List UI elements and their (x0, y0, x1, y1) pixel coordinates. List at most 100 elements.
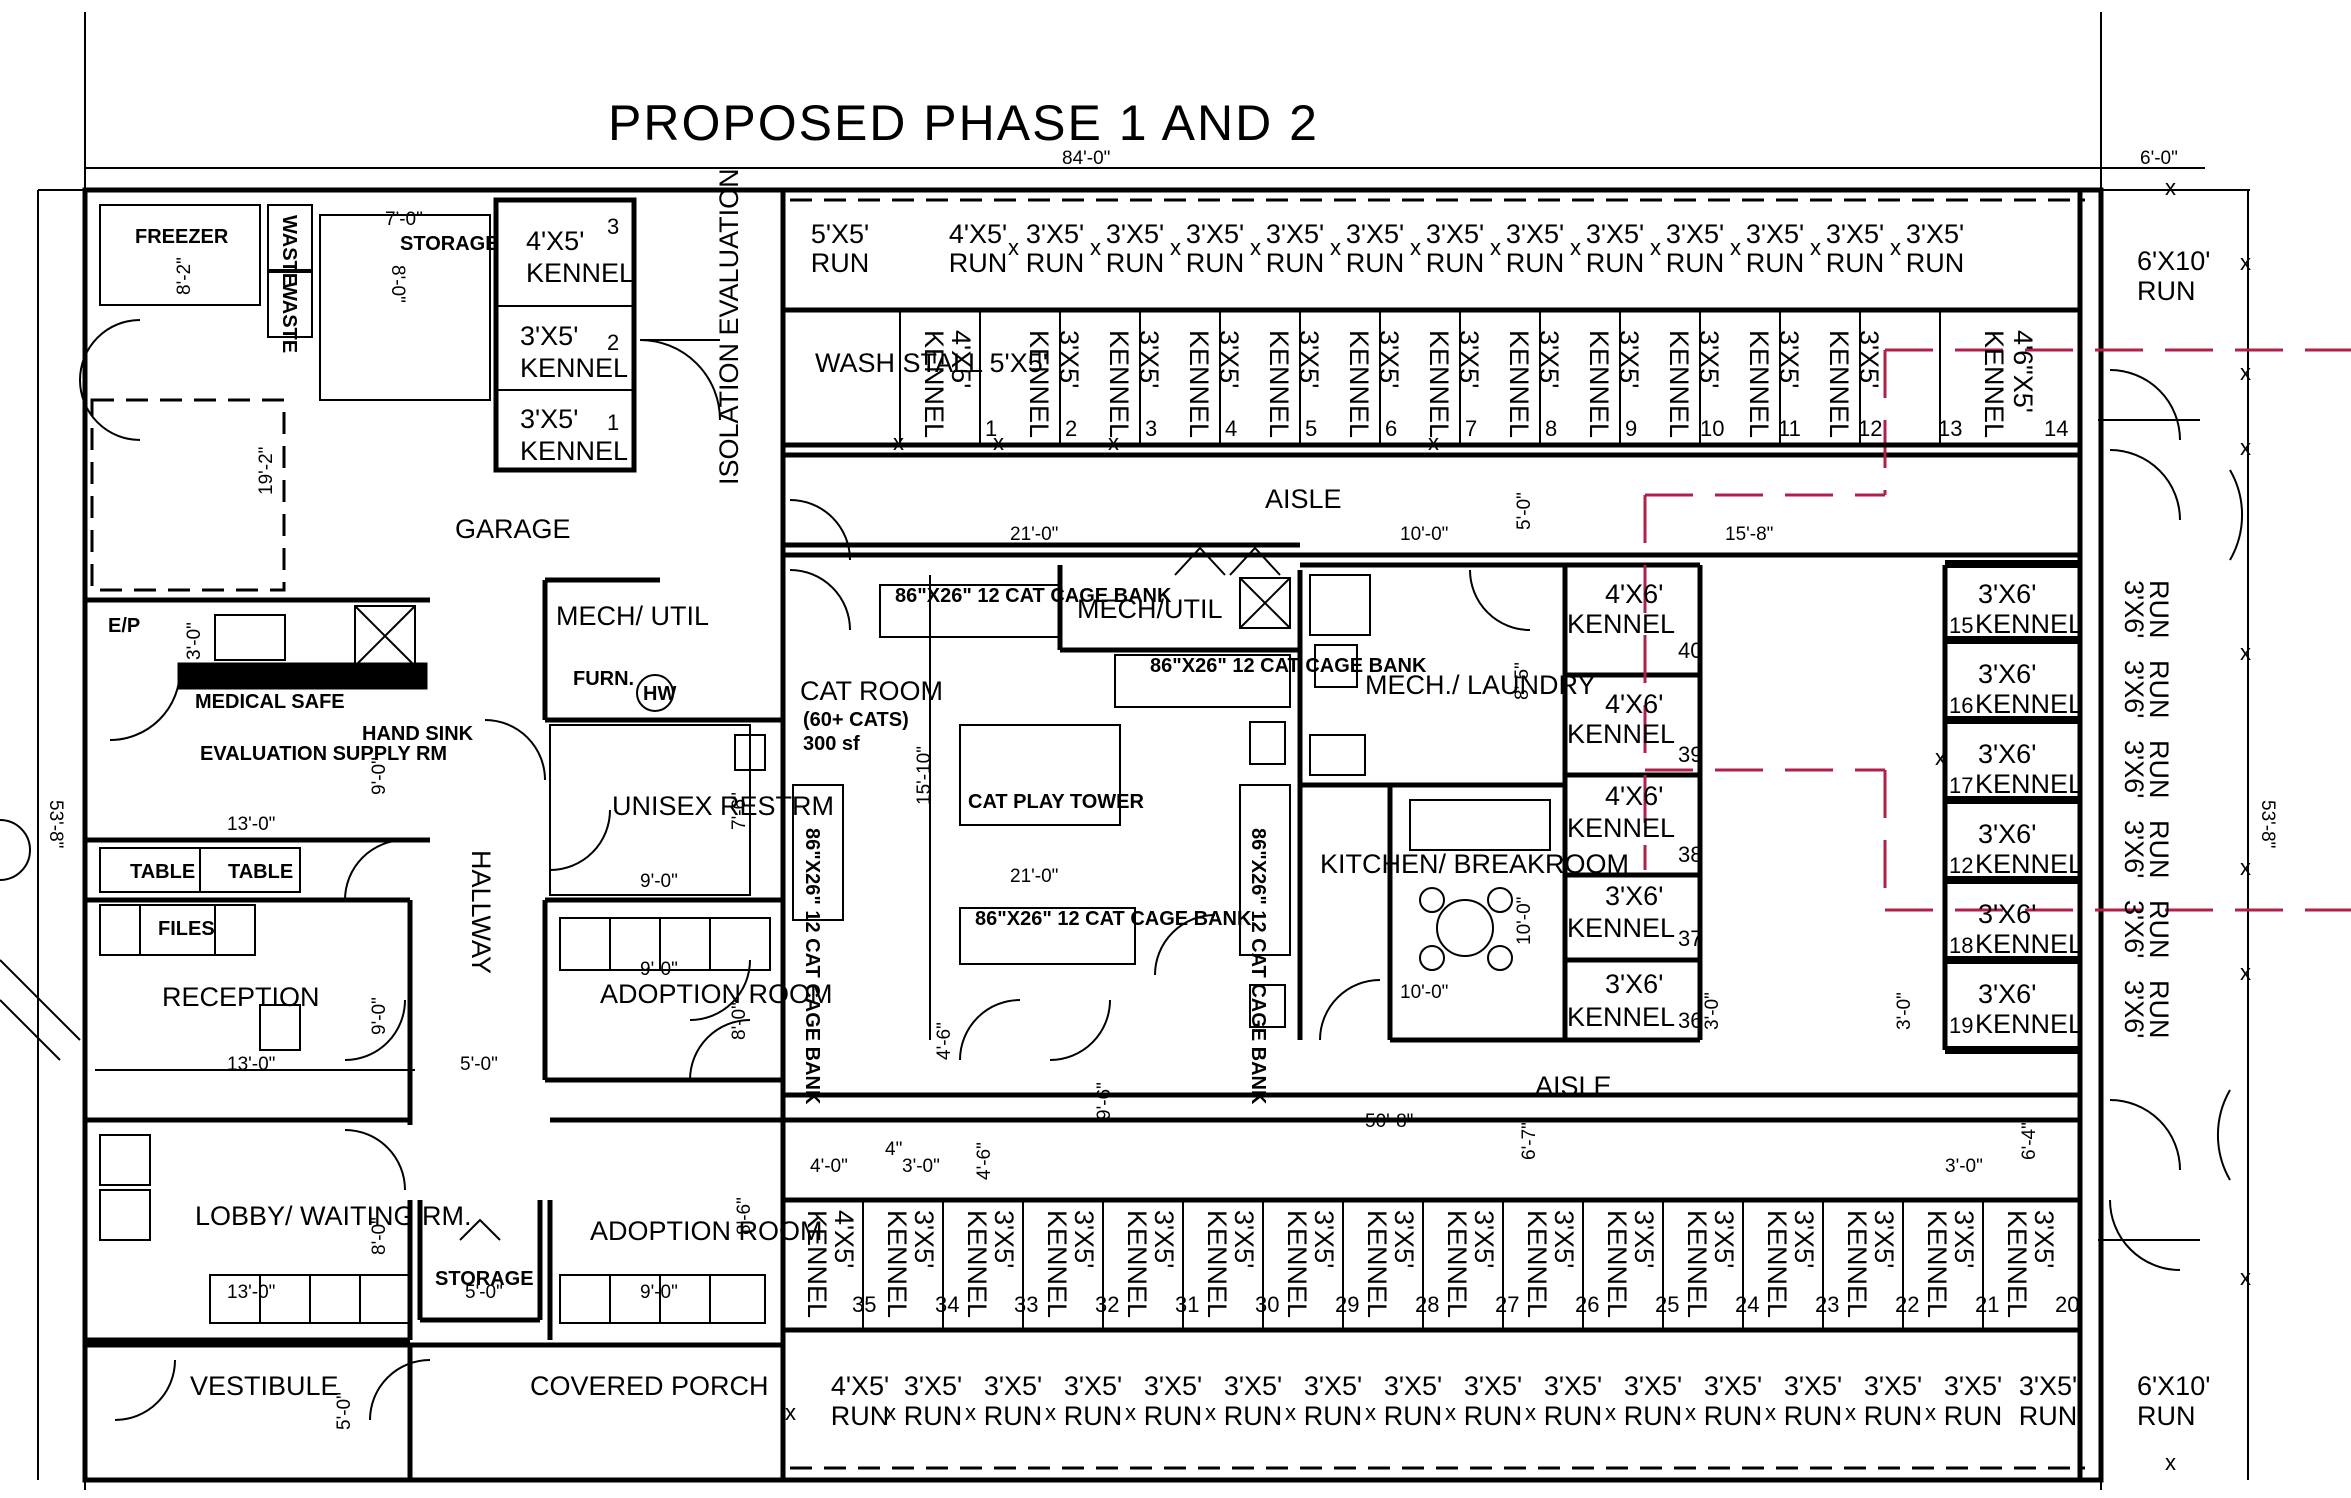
top-run-14-label: RUN (1906, 248, 1965, 278)
top-kennel-11-num: 11 (1778, 416, 1801, 441)
svg-text:x: x (1810, 235, 1821, 260)
bottom-run-1-size: 4'X5' (831, 1371, 889, 1401)
bottom-run-10-size: 3'X5' (1544, 1371, 1602, 1401)
svg-text:x: x (2240, 960, 2251, 985)
top-kennel-10-label: KENNEL (1664, 330, 1694, 438)
right-kennel-12-size: 3'X6' (1978, 819, 2036, 849)
bottom-kennel-21-size: 3'X5' (1949, 1210, 1979, 1268)
svg-text:x: x (1428, 430, 1439, 455)
dim-restrm-9-0: 9'-0" (640, 871, 678, 892)
svg-text:x: x (893, 430, 904, 455)
center-kennel-37-size: 3'X6' (1605, 881, 1663, 911)
dim-overall-depth-left: 53'-8" (45, 800, 66, 848)
svg-text:x: x (1330, 235, 1341, 260)
bottom-kennel-20-num: 20 (2055, 1292, 2079, 1317)
bottom-kennel-32-label: KENNEL (1042, 1210, 1072, 1318)
dim-catroom-21-0-mid: 21'-0" (1010, 866, 1058, 887)
room-mech-util-center: MECH/UTIL (1077, 594, 1223, 624)
iso-kennel-3-num: 3 (607, 214, 619, 239)
right-run-5: 3'X6' (2119, 900, 2149, 958)
right-run-3-label: RUN (2144, 740, 2174, 799)
top-kennel-5-num: 5 (1305, 416, 1317, 441)
bottom-kennel-31-label: KENNEL (1122, 1210, 1152, 1318)
bottom-kennel-29-num: 29 (1335, 1292, 1359, 1317)
dim-adoption-9-0-bottom: 9'-0" (640, 1282, 678, 1303)
cat-room-capacity: (60+ CATS) (803, 709, 909, 731)
top-run-1-size: 5'X5' (811, 219, 869, 249)
left-walls (85, 197, 783, 1480)
dim-garage-19-2: 19'-2" (256, 447, 277, 495)
room-waste-1: WASTE (278, 215, 300, 286)
svg-text:x: x (1008, 235, 1019, 260)
dim-center-15-8: 15'-8" (1725, 524, 1773, 545)
dim-storage-7-0: 7'-0" (385, 209, 423, 230)
room-unisex-restrm: UNISEX RESTRM (612, 791, 834, 821)
bottom-run-1-label: RUN (831, 1401, 890, 1431)
bottom-run-2-label: RUN (904, 1401, 963, 1431)
top-kennel-12-label: KENNEL (1824, 330, 1854, 438)
center-kennel-36-label: KENNEL (1567, 1002, 1675, 1032)
dim-side-run-width: 6'-0" (2140, 148, 2178, 169)
svg-text:x: x (1570, 235, 1581, 260)
room-hallway: HALLWAY (466, 850, 496, 974)
cage-bank-top-1: 86"X26" 12 CAT CAGE BANK (895, 585, 1172, 607)
right-kennel-12-num: 12 (1949, 853, 1973, 878)
top-run-13-size: 3'X5' (1826, 219, 1884, 249)
right-runs: 3'X6' RUN 3'X6' RUN 3'X6' RUN 3'X6' RUN … (2119, 580, 2174, 1039)
doors (79, 319, 2244, 1421)
plan-title: PROPOSED PHASE 1 AND 2 (608, 95, 1319, 151)
svg-text:x: x (1845, 1400, 1856, 1425)
room-freezer: FREEZER (135, 226, 229, 248)
iso-kennel-1-label: KENNEL (520, 436, 628, 466)
top-run-12-label: RUN (1746, 248, 1805, 278)
room-reception: RECEPTION (162, 982, 320, 1012)
bottom-kennel-21-num: 21 (1975, 1292, 1999, 1317)
room-kitchen-breakroom: KITCHEN/ BREAKROOM (1320, 849, 1629, 879)
cat-room-fixtures (734, 584, 1291, 1028)
top-run-2-size: 4'X5' (949, 219, 1007, 249)
svg-text:x: x (1445, 1400, 1456, 1425)
right-kennel-18-label: KENNEL (1975, 929, 2083, 959)
bottom-run-2-size: 3'X5' (904, 1371, 962, 1401)
dim-laundry-10-0: 10'-0" (1400, 524, 1448, 545)
top-kennel-7-label: KENNEL (1424, 330, 1454, 438)
right-kennel-16-label: KENNEL (1975, 689, 2083, 719)
label-table-1: TABLE (130, 861, 195, 883)
svg-text:x: x (1525, 1400, 1536, 1425)
top-run-13-label: RUN (1826, 248, 1885, 278)
isolation-kennels: 4'X5' KENNEL 3 3'X5' KENNEL 2 3'X5' KENN… (520, 214, 634, 466)
center-kennel-38-size: 4'X6' (1605, 781, 1663, 811)
top-kennel-8-text: 3'X5' (1534, 330, 1564, 388)
bottom-kennel-35-size: 4'X5' (829, 1210, 859, 1268)
center-kennel-37-label: KENNEL (1567, 913, 1675, 943)
top-kennel-1-text: 4'X5' (946, 330, 976, 388)
center-kennel-39-size: 4'X6' (1605, 689, 1663, 719)
bottom-run-14-size: 3'X5' (1864, 1371, 1922, 1401)
svg-text:x: x (993, 430, 1004, 455)
top-kennel-3-label: KENNEL (1104, 330, 1134, 438)
room-hand-sink: HAND SINK (362, 723, 474, 745)
top-run-1-label: RUN (811, 248, 870, 278)
dim-restrm-7-6: 7'-6" (729, 792, 750, 830)
dim-kitchen-10-0-h: 10'-0" (1400, 982, 1448, 1003)
room-evaluation-supply: EVALUATION SUPPLY RM (200, 743, 447, 765)
right-kennel-15-num: 15 (1949, 613, 1973, 638)
svg-text:x: x (965, 1400, 976, 1425)
right-run-6: 3'X6' (2119, 980, 2149, 1038)
cage-bank-right: 86"X26" 12 CAT CAGE BANK (1247, 828, 1269, 1105)
bottom-run-10-label: RUN (1544, 1401, 1603, 1431)
right-kennel-17-size: 3'X6' (1978, 739, 2036, 769)
bottom-kennel-26-label: KENNEL (1522, 1210, 1552, 1318)
top-run-7-label: RUN (1346, 248, 1405, 278)
room-adoption-bottom: ADOPTION ROOM (590, 1216, 823, 1246)
room-wash-stall: WASH STALL 5'X5' (815, 348, 1048, 378)
dim-laundry-8-5: 8'-5" (1512, 662, 1533, 700)
right-kennel-18-num: 18 (1949, 933, 1973, 958)
svg-text:x: x (1365, 1400, 1376, 1425)
top-kennel-4-text: 3'X5' (1214, 330, 1244, 388)
outer-run-bottom-label: RUN (2137, 1401, 2196, 1431)
right-kennel-17-num: 17 (1949, 773, 1973, 798)
right-kennel-15-size: 3'X6' (1978, 579, 2036, 609)
top-run-9-size: 3'X5' (1506, 219, 1564, 249)
top-kennel-2-label: KENNEL (1024, 330, 1054, 438)
